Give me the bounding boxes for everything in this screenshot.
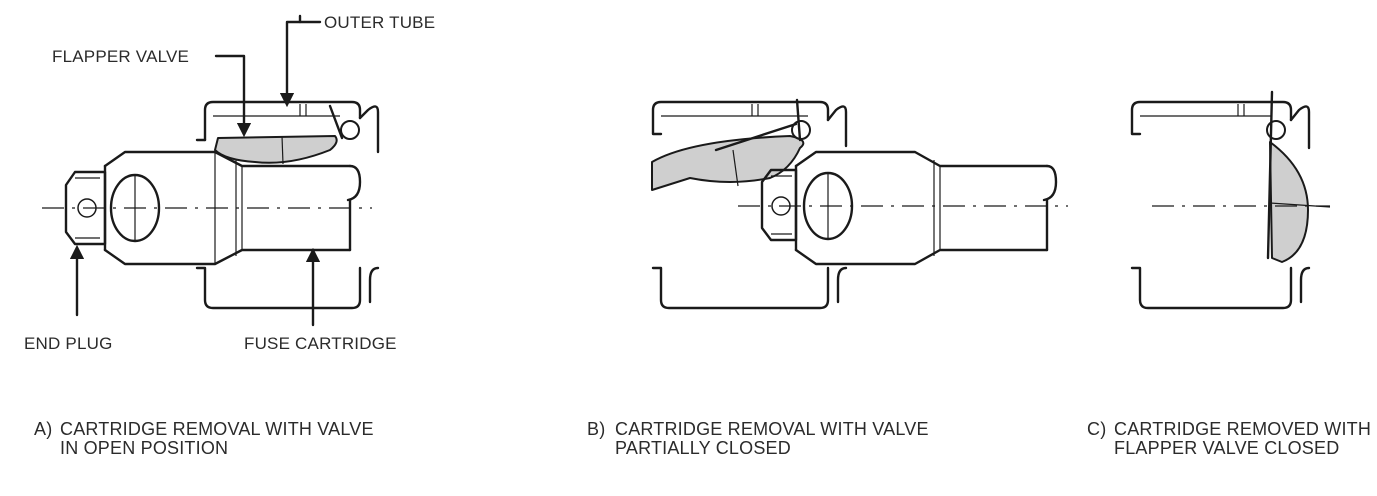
label-fuse-cartridge: FUSE CARTRIDGE [244,334,397,353]
caption-a-line1: CARTRIDGE REMOVAL WITH VALVE [60,419,374,439]
label-outer-tube: OUTER TUBE [324,13,435,32]
flapper-valve-a [214,104,360,165]
outer-tube-b [651,100,848,310]
flapper-valve-c [1266,90,1331,263]
panel-c-closed [1130,90,1331,310]
caption-a-letter: A) [34,419,53,439]
caption-b-line2: PARTIALLY CLOSED [615,438,791,458]
caption-c-line2: FLAPPER VALVE CLOSED [1114,438,1340,458]
outer-tube-c [1130,100,1311,310]
caption-c-line1: CARTRIDGE REMOVED WITH [1114,419,1372,439]
fuse-cartridge-b [794,150,1058,266]
caption-c: C) CARTRIDGE REMOVED WITH FLAPPER VALVE … [1087,420,1371,496]
caption-b-line1: CARTRIDGE REMOVAL WITH VALVE [615,419,929,439]
caption-a: A) CARTRIDGE REMOVAL WITH VALVE IN OPEN … [34,420,373,496]
panel-b-partially-closed [651,98,1068,310]
caption-b: B) CARTRIDGE REMOVAL WITH VALVE PARTIALL… [587,420,928,496]
caption-a-line2: IN OPEN POSITION [60,438,229,458]
label-flapper-valve: FLAPPER VALVE [52,47,189,66]
label-end-plug: END PLUG [24,334,113,353]
caption-b-letter: B) [587,419,606,439]
panel-a-open-position: OUTER TUBE FLAPPER VALVE END PLUG FUSE C… [24,13,435,353]
diagram-canvas: OUTER TUBE FLAPPER VALVE END PLUG FUSE C… [24,13,1331,353]
caption-c-letter: C) [1087,419,1107,439]
end-plug-b [760,168,798,242]
